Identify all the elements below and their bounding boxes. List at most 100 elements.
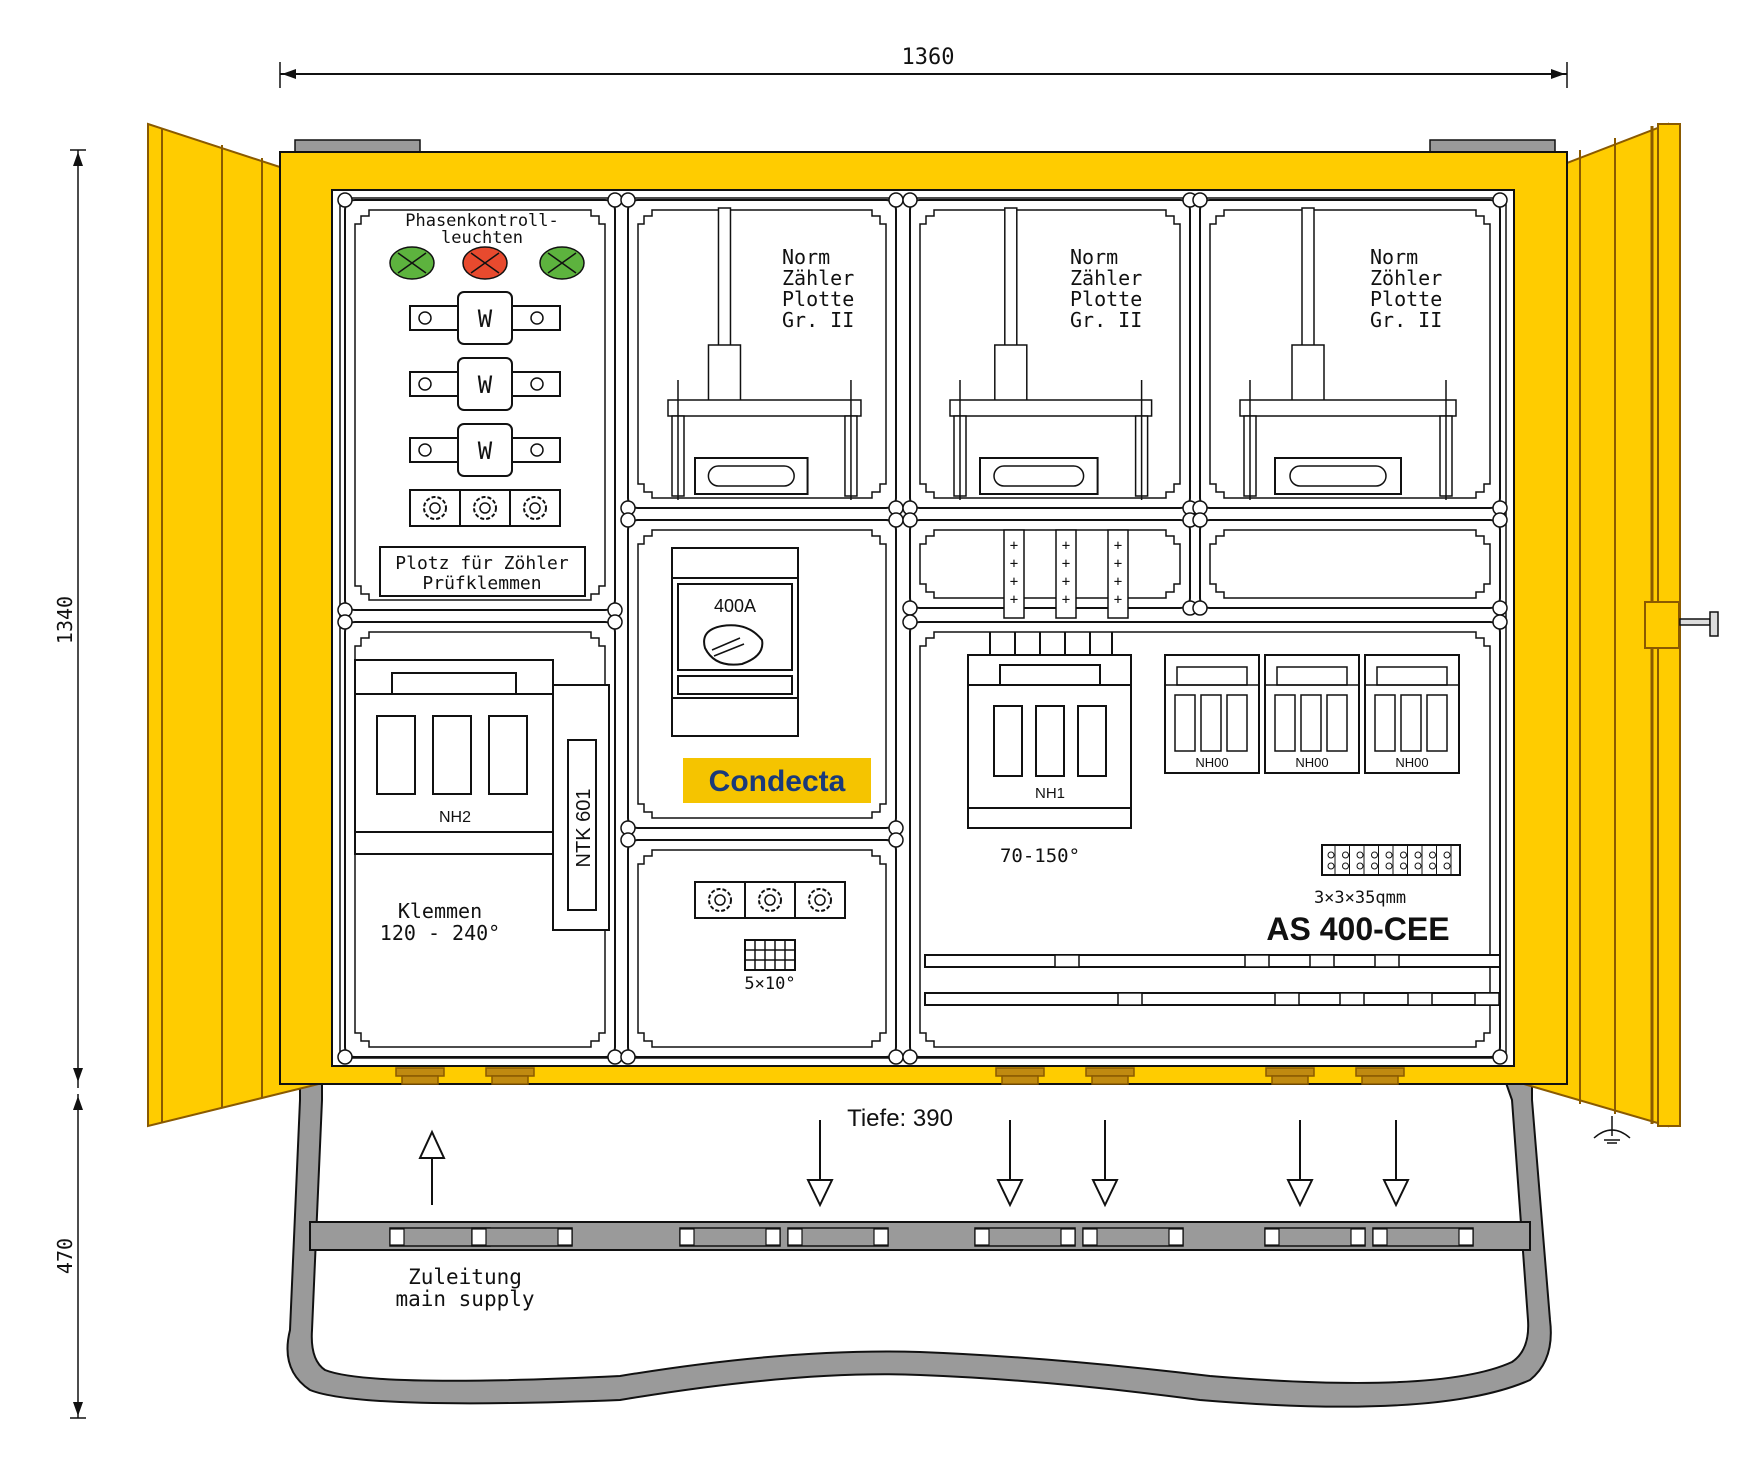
terminal-screw-icon bbox=[1443, 851, 1451, 859]
output-arrow-down-icon bbox=[1091, 1120, 1119, 1208]
rail-clamp bbox=[1082, 1227, 1184, 1247]
panel-corner-screw-icon bbox=[1492, 614, 1508, 630]
terminal-screw-icon bbox=[1400, 851, 1407, 859]
panel-corner-screw-icon bbox=[888, 1049, 904, 1065]
busbar-plus-icon: + bbox=[1062, 538, 1070, 554]
busbar-plus-icon: + bbox=[1010, 556, 1018, 572]
door-handle-icon[interactable] bbox=[1644, 601, 1719, 649]
rail-clip-icon bbox=[1339, 992, 1365, 1006]
supply-arrow-up-icon bbox=[418, 1129, 446, 1205]
nh2-fuse-switch[interactable]: NH2 bbox=[354, 659, 554, 855]
screw-icon bbox=[418, 311, 432, 325]
busbar-plus-icon: + bbox=[1062, 556, 1070, 572]
screw-icon bbox=[530, 311, 544, 325]
terminal-screw-icon bbox=[1356, 851, 1364, 859]
panel-corner-screw-icon bbox=[337, 614, 353, 630]
terminal-screw-icon bbox=[1414, 862, 1422, 870]
terminal-screw-icon bbox=[1371, 851, 1378, 859]
rail-clip-icon bbox=[1374, 954, 1400, 968]
panel-corner-screw-icon bbox=[607, 192, 623, 208]
terminal-strip-icon bbox=[744, 939, 796, 971]
terminal-screw-icon bbox=[1429, 851, 1436, 859]
panel-corner-screw-icon bbox=[607, 1049, 623, 1065]
rotary-handle-icon[interactable] bbox=[703, 624, 764, 666]
terminal-screw-icon bbox=[1429, 862, 1436, 870]
test-terminal-note: Plotz für Zöhler bbox=[395, 553, 569, 574]
w-fuse: W bbox=[409, 357, 561, 411]
lamp-green-icon bbox=[389, 246, 435, 280]
lamp-green-icon bbox=[539, 246, 585, 280]
terminal-screw-icon bbox=[1443, 862, 1451, 870]
condecta-logo: Condecta bbox=[683, 758, 871, 803]
panel-corner-screw-icon bbox=[620, 512, 636, 528]
cable-gland-icon bbox=[1085, 1067, 1135, 1077]
condecta-logo-text: Condecta bbox=[709, 765, 846, 798]
lamp-red-icon bbox=[462, 246, 508, 280]
meter-plate-label: Plotte bbox=[1070, 287, 1142, 311]
terminals-range: 120 - 240° bbox=[380, 921, 500, 945]
supply-label-de: Zuleitung bbox=[408, 1265, 522, 1289]
busbar: ++++ bbox=[1107, 529, 1129, 619]
meter-plate-label: Zähler bbox=[782, 266, 854, 290]
output-arrow-down-icon bbox=[1382, 1120, 1410, 1208]
output-arrow-down-icon bbox=[806, 1120, 834, 1208]
panel-corner-screw-icon bbox=[902, 192, 918, 208]
rail-clamps bbox=[389, 1227, 1474, 1247]
meter-plate-label: Zähler bbox=[1070, 266, 1142, 290]
main-switch[interactable]: 400A bbox=[671, 547, 799, 737]
test-terminal-note-box bbox=[379, 546, 586, 597]
rail-clip-icon bbox=[1244, 954, 1270, 968]
nh1-fuse-switch[interactable]: NH1 bbox=[967, 632, 1132, 829]
rail-clamp bbox=[1372, 1227, 1474, 1247]
width-dimension: 1360 bbox=[279, 45, 1568, 88]
rail-clamp bbox=[471, 1227, 573, 1247]
small-terminal-label: 5×10° bbox=[744, 974, 795, 994]
terminal-screw-icon bbox=[1371, 862, 1378, 870]
terminal-screw-icon bbox=[1327, 862, 1335, 870]
terminal-screw-icon bbox=[1385, 851, 1393, 859]
busbar-plus-icon: + bbox=[1114, 592, 1122, 608]
panel-corner-screw-icon bbox=[620, 1049, 636, 1065]
ntk-label: NTK 601 bbox=[573, 789, 595, 868]
screw-icon bbox=[418, 377, 432, 391]
output-arrow-down-icon bbox=[1286, 1120, 1314, 1208]
test-terminal-block bbox=[409, 489, 561, 527]
nh00-fuse-switch[interactable]: NH00 bbox=[1364, 654, 1460, 774]
busbar: ++++ bbox=[1055, 529, 1077, 619]
panel-corner-screw-icon bbox=[888, 832, 904, 848]
cable-gland-icon bbox=[485, 1067, 535, 1077]
screw-icon bbox=[530, 443, 544, 457]
panel-corner-screw-icon bbox=[1192, 192, 1208, 208]
w-fuse-label: W bbox=[478, 305, 493, 333]
cable-gland-icon bbox=[395, 1067, 445, 1077]
busbar-plus-icon: + bbox=[1062, 574, 1070, 590]
terminals-label: Klemmen bbox=[398, 899, 482, 923]
nh00-fuse-switch[interactable]: NH00 bbox=[1164, 654, 1260, 774]
ntk-601-rail: NTK 601 bbox=[552, 684, 610, 931]
panel-corner-screw-icon bbox=[337, 192, 353, 208]
panel-corner-screw-icon bbox=[1492, 1049, 1508, 1065]
depth-label: Tiefe: 390 bbox=[847, 1105, 953, 1132]
rail-clamp bbox=[974, 1227, 1076, 1247]
rail-clamp bbox=[787, 1227, 889, 1247]
busbar-plus-icon: + bbox=[1010, 538, 1018, 554]
panel-corner-screw-icon bbox=[620, 832, 636, 848]
panel-corner-screw-icon bbox=[620, 192, 636, 208]
busbar: ++++ bbox=[1003, 529, 1025, 619]
panel-corner-screw-icon bbox=[902, 600, 918, 616]
terminal-screw-icon bbox=[1414, 851, 1422, 859]
nh00-fuse-switch[interactable]: NH00 bbox=[1264, 654, 1360, 774]
w-fuse: W bbox=[409, 291, 561, 345]
small-terminal-panel: 5×10° bbox=[694, 881, 846, 994]
width-dimension-label: 1360 bbox=[902, 45, 955, 70]
nh1-label: NH1 bbox=[1035, 785, 1065, 802]
panel-corner-screw-icon bbox=[607, 614, 623, 630]
busbar-plus-icon: + bbox=[1114, 574, 1122, 590]
meter-plate-label: Zöhler bbox=[1370, 266, 1442, 290]
meter-plate-label: Norm bbox=[782, 245, 830, 269]
